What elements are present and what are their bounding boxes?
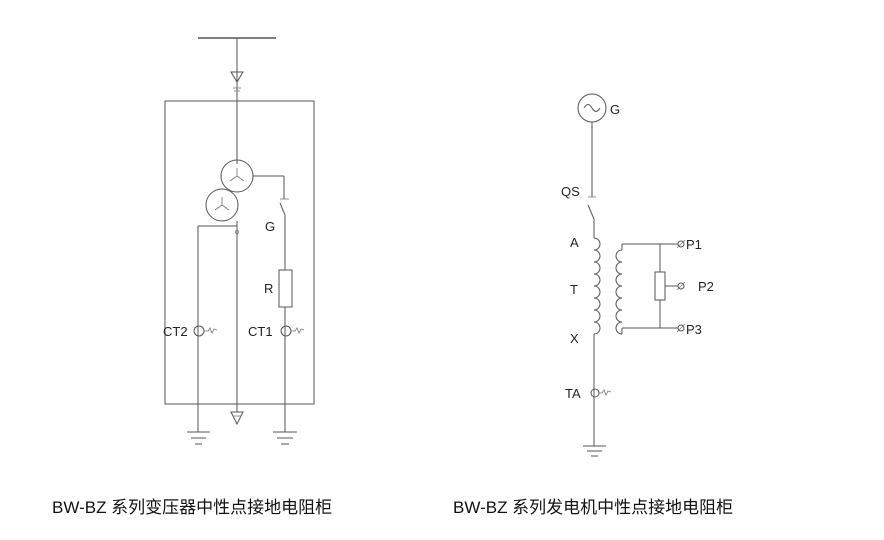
secondary-winding xyxy=(615,249,623,335)
terminal-p2-label: P2 xyxy=(698,279,714,294)
grounding-transformer-symbol xyxy=(205,159,254,222)
cable-entry-symbol xyxy=(230,71,244,92)
ta-symbol xyxy=(590,388,612,398)
ct1-ground-symbol xyxy=(273,431,297,445)
terminal-p3-label: P3 xyxy=(686,322,702,337)
switch-g-symbol xyxy=(279,198,289,216)
primary-winding xyxy=(593,237,601,335)
terminal-p3 xyxy=(676,323,686,333)
disconnector-qs-symbol xyxy=(587,204,595,220)
neutral-ground-symbol xyxy=(230,404,244,426)
terminal-p1-label: P1 xyxy=(686,237,702,252)
terminal-p2 xyxy=(676,281,686,291)
ct2-label: CT2 xyxy=(163,324,188,339)
ct2-symbol xyxy=(193,325,218,337)
cabinet-enclosure xyxy=(164,100,315,405)
generator-symbol xyxy=(577,93,607,123)
disconnector-qs-label: QS xyxy=(561,184,580,199)
generator-neutral-diagram: G QS A T X P1 P2 xyxy=(561,93,714,457)
right-diagram-caption: BW-BZ 系列发电机中性点接地电阻柜 xyxy=(453,498,733,517)
generator-ground-symbol xyxy=(583,445,606,457)
switch-g-label: G xyxy=(265,219,275,234)
left-diagram-caption: BW-BZ 系列变压器中性点接地电阻柜 xyxy=(52,498,332,517)
generator-label: G xyxy=(610,102,620,117)
resistor-r-label: R xyxy=(264,281,273,296)
ct2-ground-symbol xyxy=(187,431,210,445)
resistor-r-symbol xyxy=(278,269,293,308)
transformer-neutral-diagram: CT2 G R CT1 xyxy=(163,37,315,445)
ct1-label: CT1 xyxy=(248,324,273,339)
secondary-resistor xyxy=(654,271,666,301)
ct1-symbol xyxy=(280,325,305,337)
ta-label: TA xyxy=(565,386,581,401)
winding-x-label: X xyxy=(570,331,579,346)
terminal-p1 xyxy=(676,239,686,249)
winding-a-label: A xyxy=(570,235,579,250)
winding-t-label: T xyxy=(570,282,578,297)
